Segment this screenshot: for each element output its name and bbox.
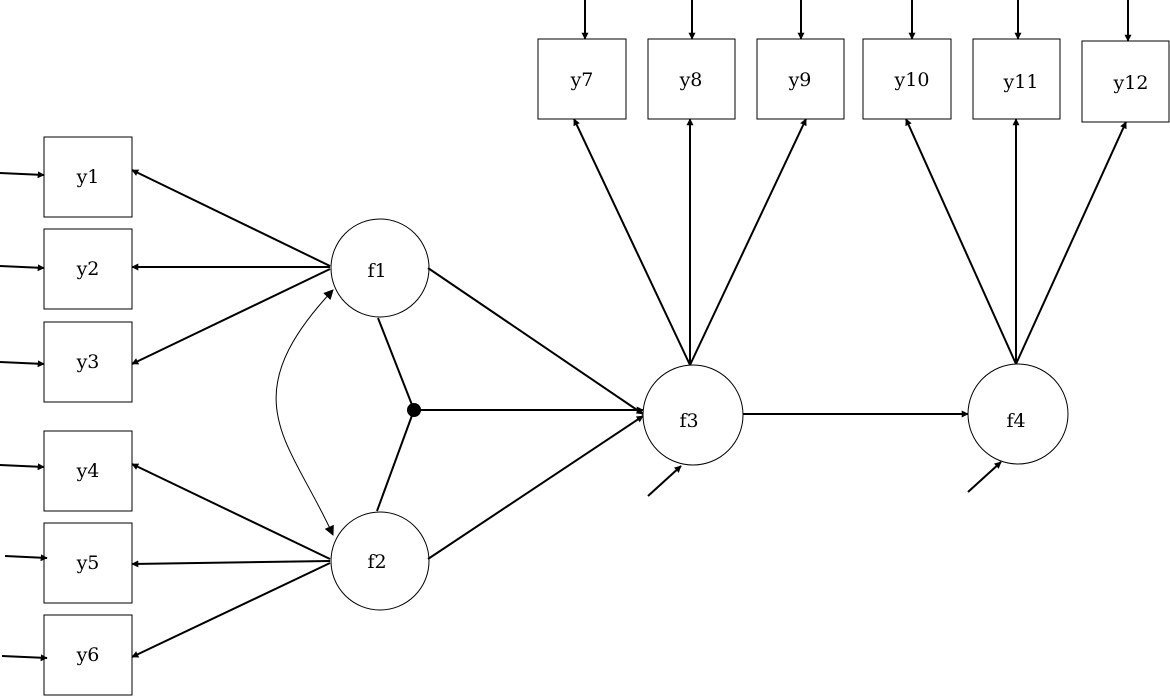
indicator-y7: y7: [537, 38, 627, 120]
factor-f1-label: f1: [367, 260, 386, 282]
interaction-link-f1: [377, 317, 415, 411]
loading-f2-y5: [131, 560, 331, 568]
indicator-y3-label: y3: [76, 351, 100, 373]
indicator-y11: y11: [972, 38, 1061, 120]
factor-f1: f1: [330, 218, 430, 318]
indicator-y4: y4: [43, 430, 133, 512]
error-arrow-y2: [0, 264, 45, 272]
loading-f3-y9: [689, 118, 807, 366]
factor-f2-label: f2: [367, 551, 386, 573]
indicator-y9-label: y9: [788, 69, 812, 91]
indicator-y6: y6: [43, 614, 133, 696]
indicator-y7-label: y7: [570, 69, 594, 91]
indicator-y12-label: y12: [1113, 72, 1149, 94]
disturbance-arrow-f4: [967, 461, 1002, 493]
indicator-y5-label: y5: [76, 552, 100, 574]
loading-f4-y12: [1015, 121, 1127, 365]
loading-f2-y4: [131, 463, 331, 560]
indicator-y9: y9: [756, 38, 845, 120]
indicator-y2-label: y2: [76, 258, 100, 280]
factor-f4-label: f4: [1006, 410, 1025, 432]
loading-f4-y10: [905, 118, 1017, 365]
indicator-y8-label: y8: [679, 69, 703, 91]
loading-f2-y6: [131, 562, 331, 658]
indicator-y11-label: y11: [1003, 71, 1039, 93]
factor-f3-label: f3: [679, 410, 698, 432]
error-arrow-y6: [1, 654, 48, 662]
factor-f2: f2: [330, 511, 430, 611]
loading-f3-y7: [573, 118, 691, 366]
indicator-y10: y10: [862, 38, 952, 120]
indicator-y3: y3: [43, 321, 133, 403]
covariance-f1-f2: [275, 289, 334, 536]
indicator-y6-label: y6: [76, 644, 100, 666]
indicator-y12: y12: [1081, 40, 1170, 123]
error-arrow-y4: [0, 463, 45, 471]
factor-f4: f4: [967, 363, 1069, 465]
path-f1-f3: [427, 267, 644, 415]
indicator-y4-label: y4: [76, 460, 100, 482]
error-arrow-y5: [4, 554, 48, 562]
indicator-y2: y2: [43, 228, 133, 310]
indicator-y8: y8: [647, 38, 736, 120]
path-f2-f3: [427, 415, 644, 560]
loading-f1-y1: [131, 169, 331, 267]
indicator-y1-label: y1: [76, 166, 100, 188]
error-arrow-y1: [0, 171, 45, 179]
indicator-y10-label: y10: [894, 69, 930, 91]
loading-f1-y3: [131, 268, 331, 365]
error-arrow-y3: [0, 360, 45, 368]
interaction-link-f2: [376, 409, 415, 512]
disturbance-arrow-f3: [647, 465, 682, 497]
indicator-y5: y5: [43, 522, 133, 604]
indicator-y1: y1: [43, 136, 133, 218]
factor-f3: f3: [642, 364, 744, 466]
